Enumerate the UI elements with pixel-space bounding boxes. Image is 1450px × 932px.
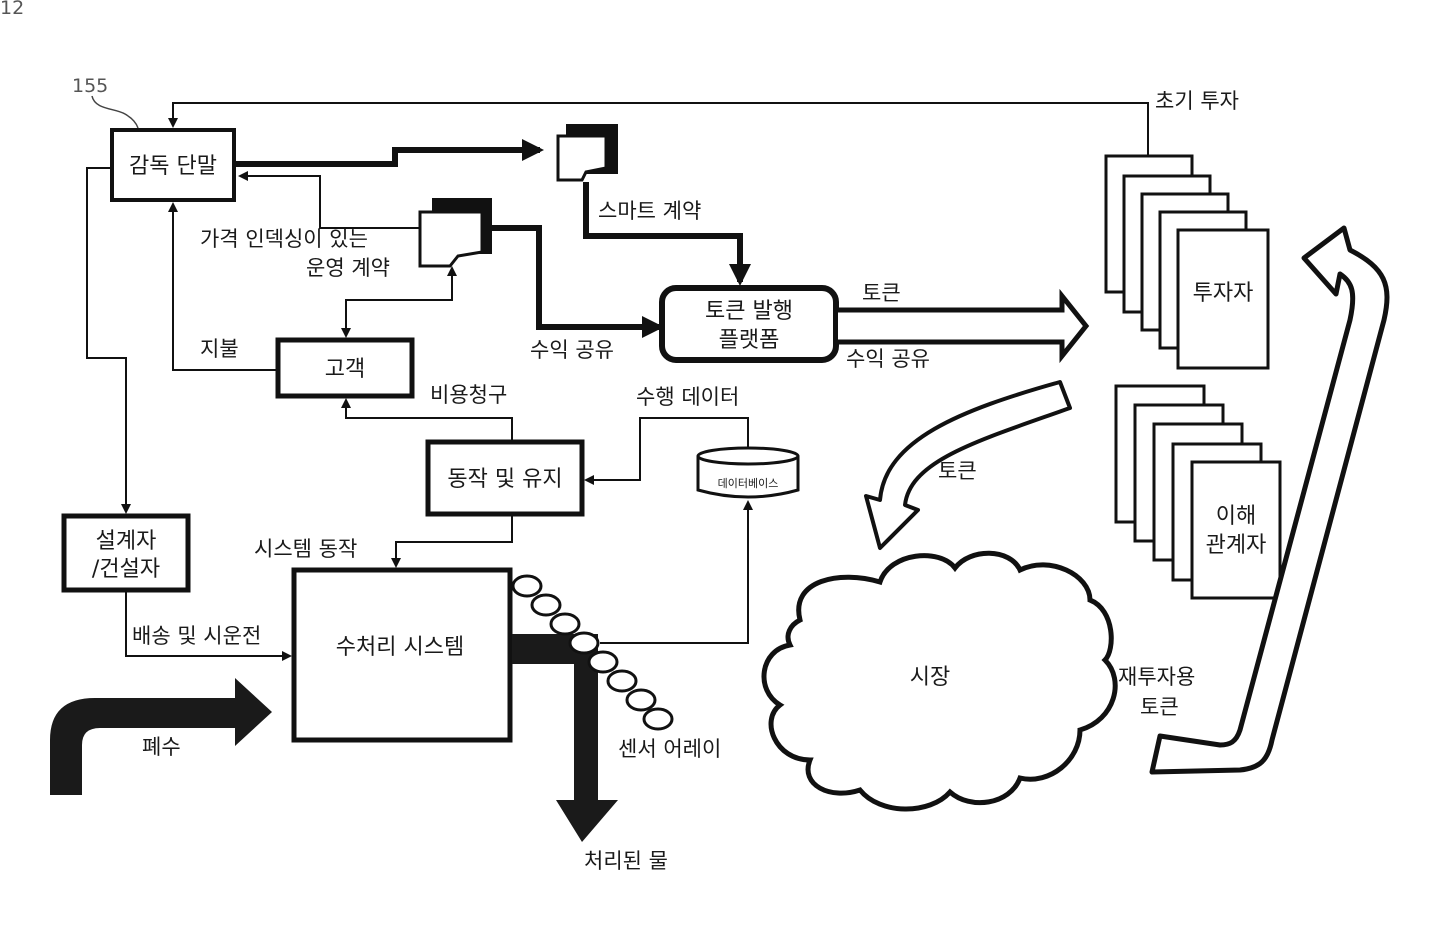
designer-builder-label-line2: /건설자 <box>92 557 160 582</box>
token-platform-node: 토큰 발행 플랫폼 <box>662 288 836 360</box>
terminal-to-designer-connector <box>87 168 126 512</box>
database-cylinder-top <box>698 448 798 464</box>
sensor-icon <box>532 595 560 615</box>
token-out-label: 토큰 <box>862 281 901 305</box>
designer-builder-node: 설계자 /건설자 <box>64 516 188 590</box>
delivery-commissioning-label: 배송 및 시운전 <box>132 624 261 648</box>
sensor-icon <box>627 690 655 710</box>
water-treatment-system-label: 수처리 시스템 <box>336 635 464 660</box>
treated-water-label: 처리된 물 <box>584 849 668 873</box>
reinvestment-token-label-line2: 토큰 <box>1140 695 1179 719</box>
sensor-icon <box>589 652 617 672</box>
customer-label: 고객 <box>325 357 365 382</box>
database-node: 데이터베이스 <box>698 448 798 497</box>
designer-builder-label-line1: 설계자 <box>96 529 157 554</box>
reference-numeral: 155 <box>72 75 108 97</box>
figure-number: 12 <box>0 0 24 19</box>
system-operation-connector <box>396 516 512 566</box>
payment-label: 지불 <box>200 337 239 361</box>
revenue-share-in-label: 수익 공유 <box>530 338 614 362</box>
operation-maintenance-label: 동작 및 유지 <box>447 467 562 492</box>
stakeholders-card <box>1192 462 1280 598</box>
revenue-share-to-platform-connector <box>490 228 660 327</box>
supervisory-terminal-label: 감독 단말 <box>129 154 217 179</box>
token-to-market-label: 토큰 <box>938 459 977 483</box>
contract-to-terminal-connector <box>240 176 420 228</box>
smart-contract-to-platform-connector <box>586 182 740 282</box>
system-operation-label: 시스템 동작 <box>254 537 357 561</box>
water-treatment-system-node: 수처리 시스템 <box>294 570 510 740</box>
sensor-array-label: 센서 어레이 <box>618 737 721 761</box>
billing-label: 비용청구 <box>430 383 507 407</box>
token-platform-label-line1: 토큰 발행 <box>705 299 793 324</box>
supervisory-terminal-node: 감독 단말 <box>112 130 234 200</box>
market-label: 시장 <box>910 665 950 690</box>
terminal-to-smart-contract-connector <box>236 150 540 164</box>
smart-contract-label: 스마트 계약 <box>598 199 701 223</box>
stakeholders-label-line2: 관계자 <box>1206 533 1267 558</box>
token-platform-label-line2: 플랫폼 <box>719 328 780 353</box>
investors-label: 투자자 <box>1193 281 1254 306</box>
sensor-icon <box>551 614 579 634</box>
stakeholders-stack: 이해 관계자 <box>1116 386 1280 598</box>
initial-investment-connector <box>173 103 1148 155</box>
sensor-icon <box>644 709 672 729</box>
smart-contract-document-icon <box>558 124 618 180</box>
customer-node: 고객 <box>278 340 412 396</box>
operation-maintenance-node: 동작 및 유지 <box>428 442 582 514</box>
revenue-share-out-label: 수익 공유 <box>846 347 930 371</box>
operating-contract-label-line2: 운영 계약 <box>306 256 390 280</box>
sensor-icon <box>608 671 636 691</box>
initial-investment-label: 초기 투자 <box>1155 89 1239 113</box>
wastewater-label: 폐수 <box>142 735 181 759</box>
sensor-to-database-connector <box>600 502 748 643</box>
operating-contract-label-line1: 가격 인덱싱이 있는 <box>200 227 368 251</box>
investors-stack: 투자자 <box>1106 156 1268 368</box>
stakeholders-label-line1: 이해 <box>1216 504 1256 529</box>
sensor-icon <box>570 633 598 653</box>
reference-leader-line <box>92 96 138 128</box>
sensor-icon <box>513 576 541 596</box>
performance-data-label: 수행 데이터 <box>636 385 739 409</box>
reinvestment-token-label-line1: 재투자용 <box>1118 665 1195 689</box>
operating-contract-document-icon <box>420 198 492 266</box>
database-label: 데이터베이스 <box>718 477 779 490</box>
